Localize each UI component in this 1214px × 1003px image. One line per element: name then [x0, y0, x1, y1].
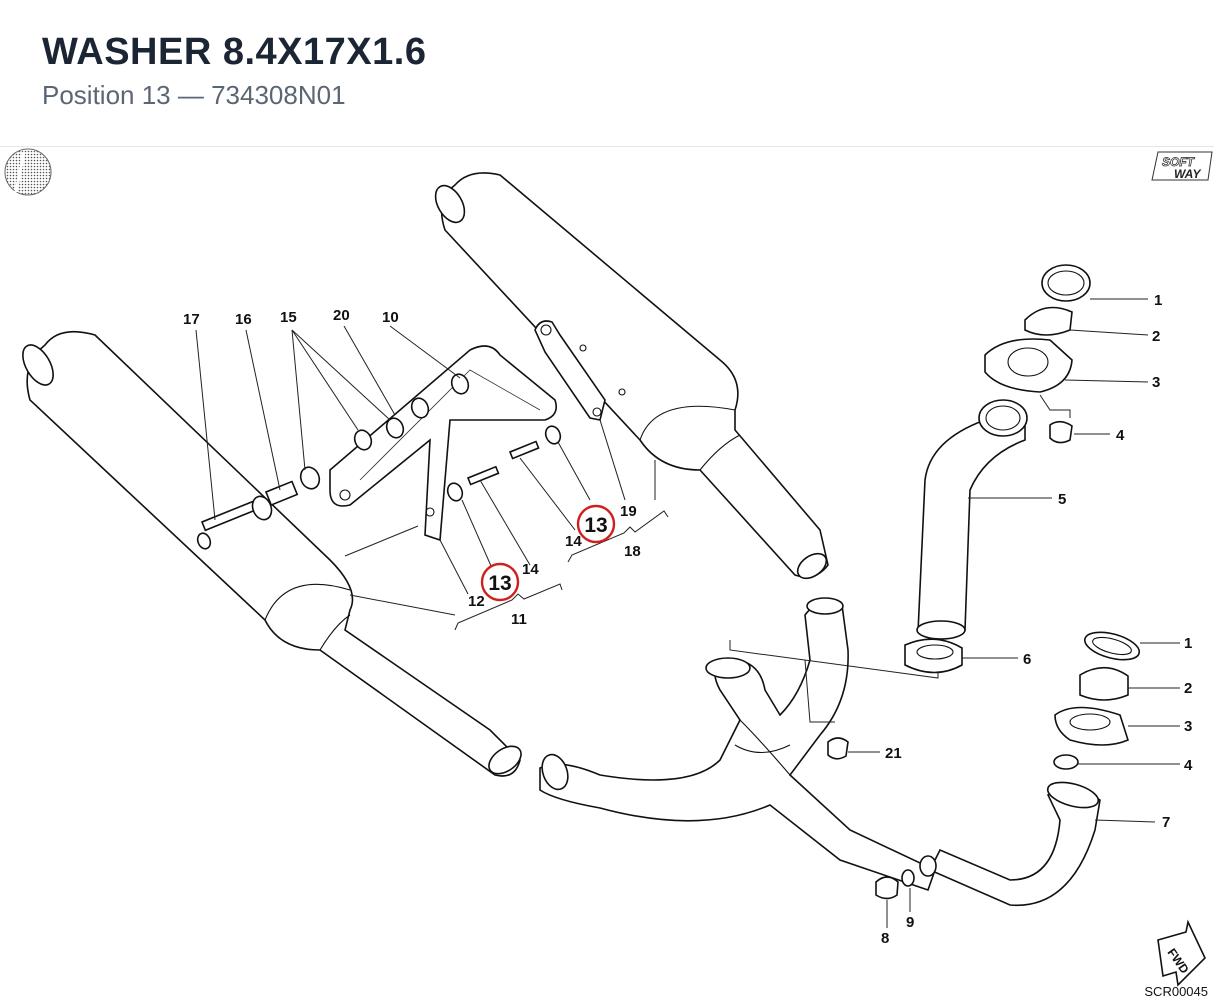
callout-2-lower: 2 [1184, 680, 1192, 697]
washer-13-a [446, 482, 464, 502]
muffler-lower [22, 330, 522, 777]
screw-14-b [508, 440, 540, 460]
highlight-marker-13-b[interactable]: 13 [576, 504, 616, 544]
page-subtitle: Position 13 — 734308N01 [42, 80, 346, 110]
flange-stack-lower [1053, 631, 1141, 770]
callout-18: 18 [624, 543, 641, 560]
callout-21: 21 [885, 745, 902, 762]
callout-5: 5 [1058, 491, 1066, 508]
softway-logo-icon: SOFT WAY [1151, 151, 1213, 181]
callout-14-a: 14 [522, 561, 539, 578]
exhaust-pipe-5 [916, 399, 1028, 640]
callout-12: 12 [468, 593, 485, 610]
callout-14-b: 14 [565, 533, 582, 550]
washer-9 [901, 855, 937, 887]
callout-15: 15 [280, 309, 297, 326]
softway-logo-text-1: SOFT [1162, 155, 1196, 169]
callout-2-upper: 2 [1152, 328, 1160, 345]
callout-11: 11 [511, 611, 527, 628]
fwd-arrow-icon: FWD [1157, 919, 1206, 987]
page-header: WASHER 8.4X17X1.6 Position 13 — 734308N0… [42, 28, 426, 112]
y-pipe-collector [539, 597, 936, 892]
mounting-bracket [329, 345, 558, 542]
callout-10: 10 [382, 309, 399, 326]
muffler-bracket-19 [534, 320, 626, 421]
logo-disc-icon [4, 148, 52, 196]
muffler-upper [434, 172, 829, 580]
clamp-6 [904, 638, 963, 674]
callout-7: 7 [1162, 814, 1170, 831]
exhaust-pipe-7 [928, 781, 1101, 907]
highlight-label-13-a: 13 [488, 572, 511, 595]
callout-8: 8 [881, 930, 889, 947]
callout-16: 16 [235, 311, 252, 328]
callout-1-lower: 1 [1184, 635, 1192, 652]
plug-8 [875, 876, 899, 900]
callout-17: 17 [183, 311, 200, 328]
washer-13-b [544, 425, 562, 445]
drawing-code: SCR00045 [1144, 984, 1208, 999]
page-title: WASHER 8.4X17X1.6 [42, 31, 427, 73]
softway-logo-text-2: WAY [1174, 167, 1201, 181]
header-divider [0, 146, 1214, 147]
callout-19: 19 [620, 503, 637, 520]
callout-1-upper: 1 [1154, 292, 1162, 309]
callout-3-upper: 3 [1152, 374, 1160, 391]
screw-14-a [466, 465, 500, 486]
callout-20: 20 [333, 307, 350, 324]
flange-stack-upper [984, 264, 1091, 444]
callout-4-lower: 4 [1184, 757, 1193, 774]
bolt-17 [196, 500, 258, 550]
highlight-label-13-b: 13 [584, 514, 607, 537]
callout-3-lower: 3 [1184, 718, 1192, 735]
callout-9: 9 [906, 914, 914, 931]
callout-4-upper: 4 [1116, 427, 1125, 444]
callout-6: 6 [1023, 651, 1031, 668]
leader-lines [195, 298, 1180, 928]
highlight-marker-13-a[interactable]: 13 [480, 562, 520, 602]
grommet-15 [299, 373, 470, 490]
callout-labels: 17 16 15 20 10 19 14 18 14 12 11 1 2 3 4… [183, 292, 1193, 947]
